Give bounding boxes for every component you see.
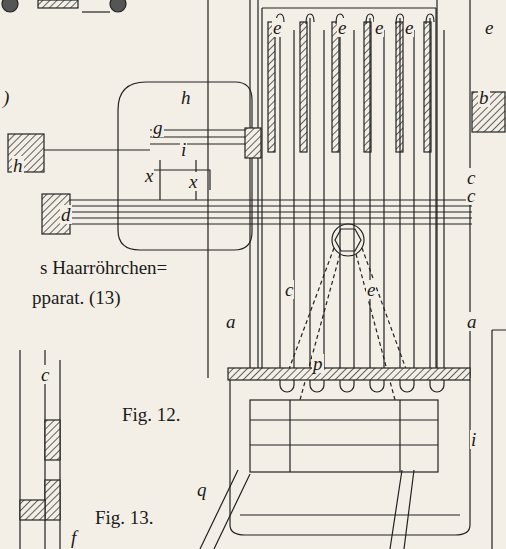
- part-letter: e: [374, 18, 384, 37]
- part-letter: f: [70, 528, 77, 547]
- part-letter: e: [484, 18, 494, 37]
- part-letter: a: [466, 312, 478, 331]
- part-letter: b: [478, 88, 490, 107]
- part-letter: i: [470, 430, 477, 449]
- part-letter: g: [152, 118, 164, 137]
- part-letter: d: [60, 205, 72, 224]
- part-letter: e: [404, 18, 414, 37]
- figure-caption: Fig. 13.: [95, 508, 154, 527]
- part-letter: i: [180, 140, 187, 159]
- part-letter: x: [188, 172, 198, 191]
- figure-caption: Fig. 12.: [122, 405, 181, 424]
- part-letter: ): [2, 88, 10, 107]
- part-letter: c: [466, 168, 476, 187]
- part-letter: q: [196, 480, 208, 499]
- part-letter: c: [466, 186, 476, 205]
- part-letter: c: [284, 280, 294, 299]
- figure-caption: pparat. (13): [32, 288, 121, 307]
- part-letter: e: [337, 18, 347, 37]
- part-letter: e: [272, 18, 282, 37]
- part-letter: h: [180, 88, 192, 107]
- figure-caption: s Haarröhrchen=: [40, 258, 167, 277]
- part-letter: x: [144, 166, 154, 185]
- part-letter: c: [40, 365, 50, 384]
- part-letter: p: [312, 354, 324, 373]
- part-letter: a: [225, 312, 237, 331]
- part-letter: e: [366, 280, 376, 299]
- part-letter: h: [12, 156, 24, 175]
